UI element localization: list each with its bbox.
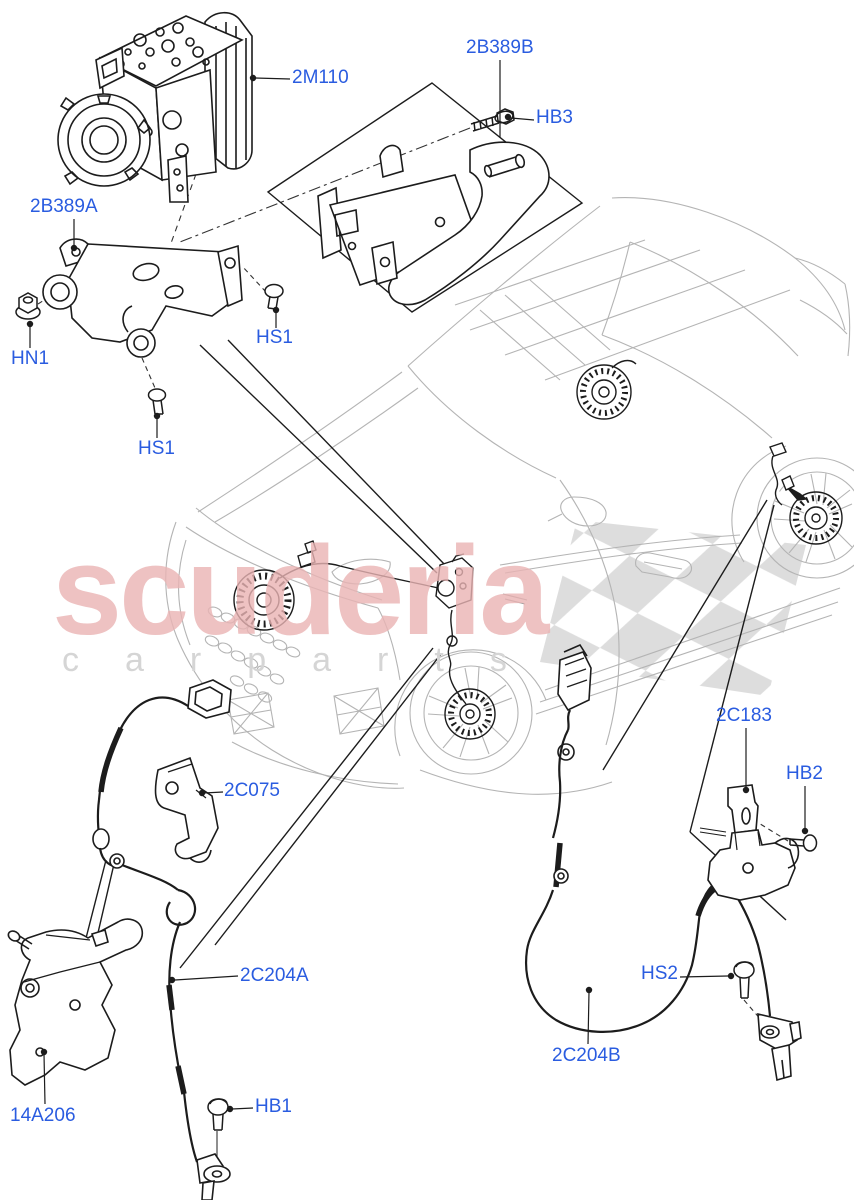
bracket-2b389a-drawing — [42, 238, 243, 358]
label-2c075[interactable]: 2C075 — [224, 780, 280, 801]
label-2b389b[interactable]: 2B389B — [466, 37, 534, 58]
label-2b389a[interactable]: 2B389A — [30, 196, 98, 217]
front-harness-drawing — [7, 679, 232, 1200]
abs-module-drawing — [57, 11, 253, 203]
label-hb3[interactable]: HB3 — [536, 107, 573, 128]
label-2c204a[interactable]: 2C204A — [240, 965, 309, 986]
checkered-flag-watermark — [540, 520, 806, 696]
watermark-subtext: carparts — [62, 641, 553, 679]
label-2c204b[interactable]: 2C204B — [552, 1045, 621, 1066]
label-hb2[interactable]: HB2 — [786, 763, 823, 784]
watermark-brand: scuderia — [52, 520, 549, 661]
label-2c183[interactable]: 2C183 — [716, 705, 772, 726]
vehicle-outline — [165, 197, 854, 795]
rear-harness-drawing — [525, 643, 802, 1082]
label-2m110[interactable]: 2M110 — [292, 67, 349, 88]
in-position-parts — [233, 359, 843, 740]
label-14a206[interactable]: 14A206 — [10, 1105, 76, 1126]
fastener-drawings — [15, 108, 818, 1131]
label-hs2[interactable]: HS2 — [641, 963, 678, 984]
label-leaders — [26, 60, 809, 1113]
label-hn1[interactable]: HN1 — [11, 348, 50, 369]
label-hs1-right[interactable]: HS1 — [256, 327, 293, 348]
bracket-2b389b-drawing — [266, 82, 584, 313]
label-hb1[interactable]: HB1 — [255, 1096, 292, 1117]
label-hs1-bottom[interactable]: HS1 — [138, 438, 175, 459]
leader-lines — [83, 339, 787, 969]
